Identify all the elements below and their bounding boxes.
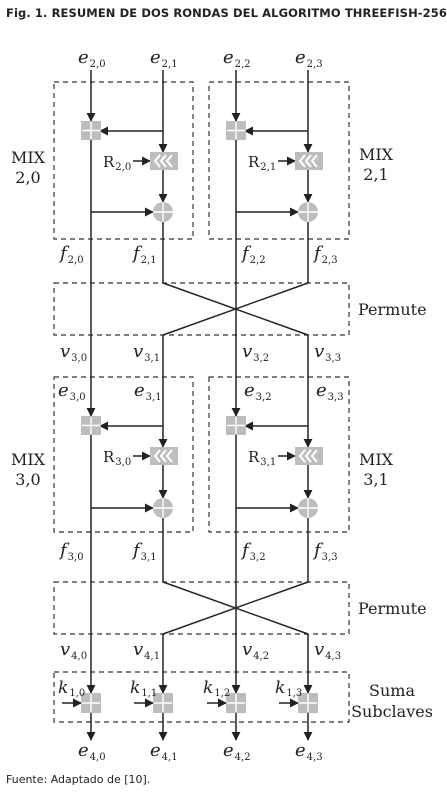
label-e-4-0: e4,0 <box>78 740 106 763</box>
mix-2-1-index: 2,1 <box>363 165 388 184</box>
mix-2-0-box <box>53 81 194 240</box>
label-f-3-3: f3,3 <box>312 540 338 563</box>
subclaves-label: Subclaves <box>351 702 433 721</box>
label-f-3-2: f3,2 <box>240 540 266 563</box>
figure-source: Fuente: Adaptado de [10]. <box>6 773 151 786</box>
permute-2-box <box>53 581 350 635</box>
signal-lines <box>62 70 313 741</box>
adder-icon <box>81 416 101 435</box>
label-e-3-3: e3,3 <box>316 380 344 403</box>
label-k-1-1: k1,1 <box>130 678 157 699</box>
label-v-3-1: v3,1 <box>133 341 160 364</box>
label-e-3-2: e3,2 <box>244 380 272 403</box>
mix-3-1-box <box>208 376 350 533</box>
xor-blocks <box>153 202 318 518</box>
mix-3-0-index: 3,0 <box>15 470 40 489</box>
label-e-2-3: e2,3 <box>295 47 323 70</box>
label-v-4-2: v4,2 <box>242 639 269 662</box>
xor-icon <box>153 202 173 222</box>
label-f-3-0: f3,0 <box>58 540 84 563</box>
rotation-blocks <box>150 152 323 465</box>
label-v-3-3: v3,3 <box>314 341 341 364</box>
xor-icon <box>153 498 173 518</box>
suma-subclaves-box <box>53 671 350 723</box>
adder-icon <box>226 416 246 435</box>
label-e-4-1: e4,1 <box>150 740 178 763</box>
mix-2-1-label: MIX <box>359 145 394 164</box>
block-labels: MIX 2,0 MIX 2,1 MIX 3,0 MIX 3,1 Permute … <box>11 145 433 721</box>
adder-blocks <box>81 121 318 713</box>
mix-2-1-box <box>208 81 350 240</box>
label-e-2-0: e2,0 <box>78 47 106 70</box>
adder-icon <box>153 693 173 713</box>
adder-icon <box>81 693 101 713</box>
xor-icon <box>298 202 318 222</box>
figure-caption: Fig. 1. RESUMEN DE DOS RONDAS DEL ALGORI… <box>6 6 447 20</box>
dashed-boxes <box>53 81 350 723</box>
label-R-2-1: R2,1 <box>248 153 276 173</box>
label-k-1-3: k1,3 <box>275 678 302 699</box>
rotate-left-icon <box>150 447 178 465</box>
label-k-1-2: k1,2 <box>203 678 230 699</box>
label-v-4-0: v4,0 <box>60 639 87 662</box>
rotate-left-icon <box>295 152 323 170</box>
adder-icon <box>298 693 318 713</box>
permute-1-box <box>53 282 350 336</box>
label-e-2-2: e2,2 <box>223 47 251 70</box>
label-f-2-3: f2,3 <box>312 243 338 266</box>
label-f-2-0: f2,0 <box>58 243 84 266</box>
rotate-left-icon <box>295 447 323 465</box>
mix-3-0-box <box>53 376 194 533</box>
xor-icon <box>298 498 318 518</box>
adder-icon <box>226 693 246 713</box>
label-R-2-0: R2,0 <box>103 153 131 173</box>
mix-3-1-index: 3,1 <box>363 470 388 489</box>
label-e-4-2: e4,2 <box>223 740 251 763</box>
label-v-4-3: v4,3 <box>314 639 341 662</box>
label-v-3-2: v3,2 <box>242 341 269 364</box>
label-e-2-1: e2,1 <box>150 47 178 70</box>
label-R-3-0: R3,0 <box>103 448 131 468</box>
label-e-3-1: e3,1 <box>134 380 162 403</box>
label-f-3-1: f3,1 <box>131 540 157 563</box>
mix-2-0-index: 2,0 <box>15 168 40 187</box>
label-R-3-1: R3,1 <box>248 448 276 468</box>
label-k-1-0: k1,0 <box>58 678 85 699</box>
label-e-3-0: e3,0 <box>58 380 86 403</box>
mix-3-1-label: MIX <box>359 450 394 469</box>
label-f-2-2: f2,2 <box>240 243 266 266</box>
mix-3-0-label: MIX <box>11 450 46 469</box>
adder-icon <box>226 121 246 140</box>
label-v-3-0: v3,0 <box>60 341 87 364</box>
permute-label-1: Permute <box>358 300 427 319</box>
label-v-4-1: v4,1 <box>133 639 160 662</box>
mix-2-0-label: MIX <box>11 148 46 167</box>
label-e-4-3: e4,3 <box>295 740 323 763</box>
permute-label-2: Permute <box>358 599 427 618</box>
suma-label: Suma <box>369 681 415 700</box>
rotate-left-icon <box>150 152 178 170</box>
label-f-2-1: f2,1 <box>131 243 157 266</box>
adder-icon <box>81 121 101 140</box>
